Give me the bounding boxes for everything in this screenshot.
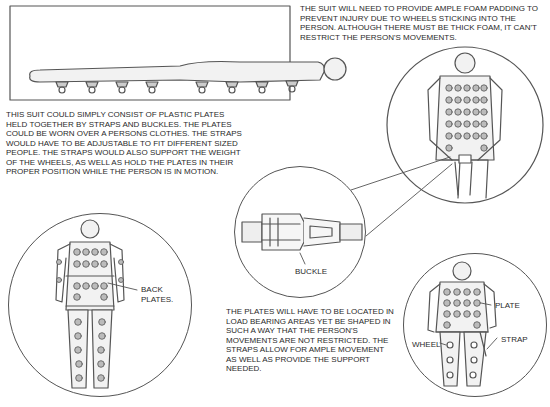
part-label: WHEEL [412, 340, 440, 350]
note-text: THE SUIT WILL NEED TO PROVIDE AMPLE FOAM… [300, 4, 546, 42]
note-text: THE PLATES WILL HAVE TO BE LOCATED IN LO… [226, 307, 394, 374]
leader-line [108, 283, 137, 290]
zoom-line [351, 157, 452, 236]
detail-circle [387, 47, 543, 203]
part-label: BACK PLATES. [141, 285, 179, 304]
leader-line [440, 303, 497, 349]
leader-line [300, 253, 305, 264]
lying-head [324, 58, 346, 80]
callout-circle: BACK PLATES. [8, 213, 192, 397]
buckle [262, 214, 304, 250]
under-wheels [56, 81, 298, 93]
part-label: PLATE [495, 301, 520, 311]
part-label: STRAP [501, 335, 528, 345]
part-label: BUCKLE [295, 267, 327, 277]
callout-circle: BUCKLE [234, 166, 366, 298]
lying-figure [30, 62, 325, 83]
callout-circle: PLATE STRAP WHEEL [403, 253, 547, 397]
note-text: THIS SUIT COULD SIMPLY CONSIST OF PLASTI… [6, 110, 246, 177]
